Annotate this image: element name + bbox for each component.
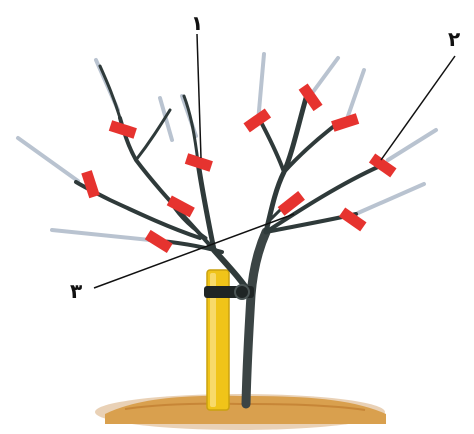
trunk-tie [204,285,254,299]
cut-marker [331,113,359,131]
cut-marker [81,170,99,198]
callout-line-one [197,34,201,158]
soil-mound [95,394,386,430]
cut-marker [145,230,173,253]
callout-label-one: ١ [191,11,203,35]
callout-line-two [381,56,455,160]
trunk [246,232,266,404]
callout-lines [94,34,455,288]
callout-label-two: ٢ [448,27,460,51]
callout-label-three: ٣ [70,279,82,303]
branch-tips [18,54,436,240]
